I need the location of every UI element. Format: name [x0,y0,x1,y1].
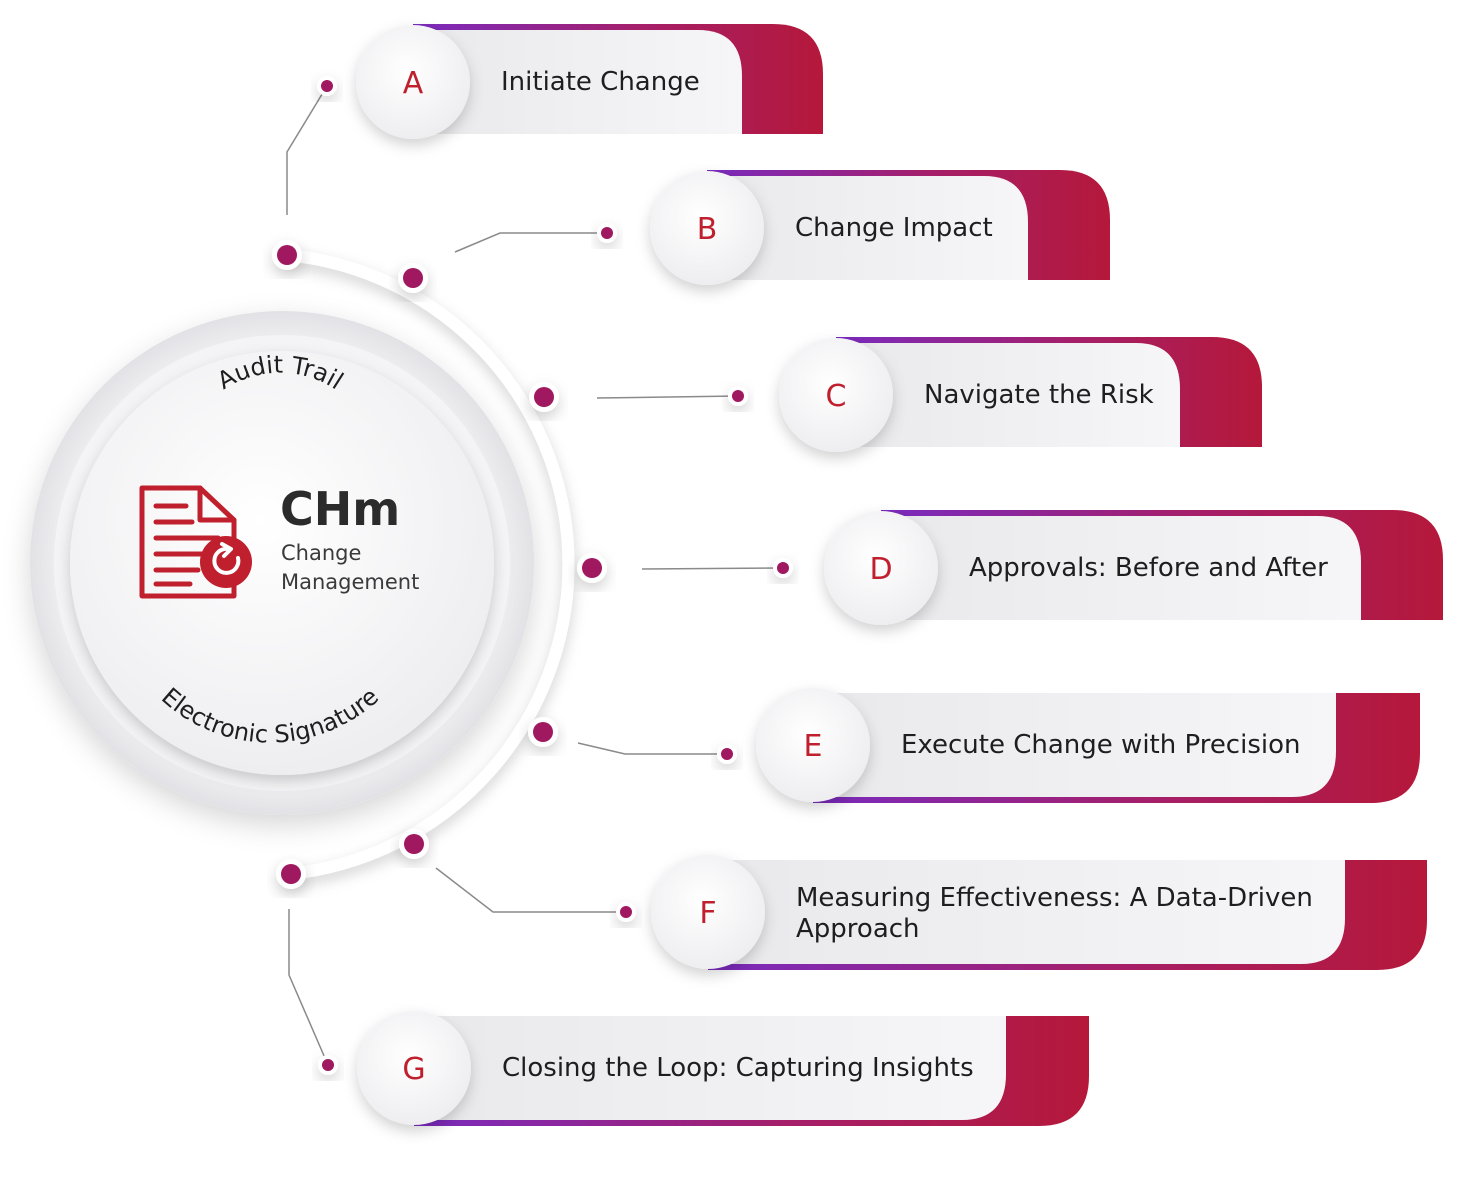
connector-line [454,232,607,253]
timeline-node [582,558,602,578]
connector-dot [601,227,613,239]
step-letter: D [869,552,892,587]
step-pill [414,1016,1006,1120]
connector-dot [721,748,733,760]
step-label: Closing the Loop: Capturing Insights [502,1053,974,1083]
timeline-arc [286,249,575,880]
step-card-f: F Measuring Effectiveness: A Data-DrivenA… [651,855,1427,970]
connector-line [641,567,784,570]
hub-inner-circle [70,351,494,775]
connectors [272,76,793,1075]
step-letter: C [826,379,847,414]
step-label: Initiate Change [501,67,700,97]
connector-dot [777,562,789,574]
step-card-g: G Closing the Loop: Capturing Insights [357,1011,1089,1126]
connector-line [577,742,727,755]
step-card-b: B Change Impact [650,170,1110,285]
step-label-line: Measuring Effectiveness: A Data-Driven [796,883,1313,913]
timeline-node [403,268,423,288]
timeline-node [533,722,553,742]
step-letter: F [699,896,716,931]
step-label: Navigate the Risk [924,380,1154,410]
connector-line [286,85,328,215]
brand-title: CHm [280,482,400,536]
connector-dot [732,390,744,402]
connector-line [596,395,739,399]
step-card-d: D Approvals: Before and After [824,510,1443,625]
step-pill [881,516,1361,620]
brand-subtitle-line2: Management [281,570,419,594]
step-label: Approvals: Before and After [969,553,1328,583]
step-pill [813,693,1336,797]
timeline-node [281,864,301,884]
hub: Audit Trail Electronic Signature CHm Cha… [30,311,534,815]
step-letter: E [804,729,823,764]
connector-line [288,909,329,1066]
document-refresh-icon [139,485,252,599]
step-letter: B [697,212,718,247]
step-letter-circle [356,25,470,139]
step-letter-circle [650,171,764,285]
timeline-node [404,834,424,854]
step-letter-circle [779,338,893,452]
step-letter-circle [824,511,938,625]
brand-subtitle-line1: Change [281,541,361,565]
step-label-line: Approach [796,914,920,944]
timeline-node [277,245,297,265]
connector-dot [620,906,632,918]
step-pill [707,176,1028,280]
step-card-a: A Initiate Change [356,24,823,139]
step-letter-circle [651,855,765,969]
step-letter-circle [756,688,870,802]
step-label: Change Impact [795,213,993,243]
connector-line [435,867,626,913]
step-label: Execute Change with Precision [901,730,1300,760]
step-pill [836,343,1180,447]
step-card-e: E Execute Change with Precision [756,688,1420,803]
step-letter-circle [357,1011,471,1125]
connector-dot [321,80,333,92]
step-letter: G [402,1052,425,1087]
step-pill [708,860,1345,964]
step-letter: A [403,66,424,101]
connector-dot [322,1059,334,1071]
timeline-node [534,387,554,407]
step-card-c: C Navigate the Risk [779,337,1262,452]
step-pill [413,30,742,134]
